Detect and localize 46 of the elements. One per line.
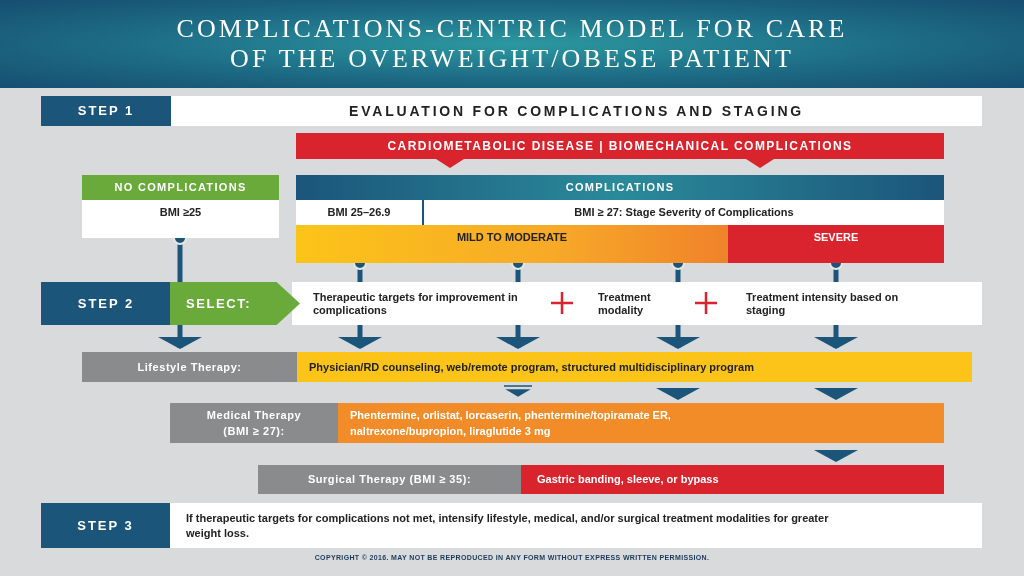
therapy-detail-box xyxy=(297,352,972,382)
therapy-label-box xyxy=(82,352,297,382)
select-strip xyxy=(292,282,982,325)
therapy-detail: Phentermine, orlistat, lorcaserin, phentermine/topiramate ER, naltrexone/bupropion, liraglutide 3 mg xyxy=(350,407,672,439)
arrow xyxy=(656,325,700,349)
arrow xyxy=(338,325,382,349)
step-box xyxy=(41,503,170,548)
criterion-text: Treatment modality xyxy=(598,288,688,320)
therapy-detail-box xyxy=(338,403,944,443)
severity-label: MILD TO MODERATE xyxy=(456,230,568,245)
therapy-label-box xyxy=(258,465,521,494)
therapy-detail: Physician/RD counseling, web/remote program, structured multidisciplinary program xyxy=(309,359,754,375)
step-text-box xyxy=(170,503,982,548)
severity-bar xyxy=(296,225,728,263)
arrow xyxy=(158,325,202,349)
severity-bar xyxy=(728,225,944,263)
severity-label: SEVERE xyxy=(813,230,859,245)
step-title-box xyxy=(171,96,982,126)
arrow xyxy=(496,325,540,349)
therapy-label-box xyxy=(170,403,338,443)
therapy-detail: Gastric banding, sleeve, or bypass xyxy=(537,472,719,488)
category-header: NO COMPLICATIONS xyxy=(82,175,279,200)
therapy-label: Medical Therapy (BMI ≥ 27): xyxy=(205,407,303,439)
step-label: STEP 1 xyxy=(77,102,135,121)
category-card xyxy=(82,175,279,238)
therapy-label: Surgical Therapy (BMI ≥ 35): xyxy=(307,472,472,488)
therapy-detail-box xyxy=(521,465,944,494)
category-header: COMPLICATIONS xyxy=(296,175,944,200)
category-text: CARDIOMETABOLIC DISEASE | BIOMECHANICAL COMPLICATIONS xyxy=(387,138,853,155)
step-text: If therapeutic targets for complications not met, intensify lifestyle, medical, and/or surgical treatment modalities for greater weight loss. xyxy=(186,511,830,540)
complications-panel xyxy=(296,175,944,263)
select-tab xyxy=(170,282,300,325)
arrow xyxy=(814,325,858,349)
bmi-text: BMI ≥25 xyxy=(159,205,202,220)
criterion-text: Therapeutic targets for improvement in complications xyxy=(313,288,528,320)
step-box xyxy=(41,282,171,325)
bmi-text: BMI ≥ 27: Stage Severity of Complications xyxy=(574,205,794,221)
step-label: STEP 2 xyxy=(77,294,135,313)
title: COMPLICATIONS-CENTRIC MODEL FOR CARE OF THE OVERWEIGHT/OBESE PATIENT xyxy=(175,14,849,74)
step-label: STEP 3 xyxy=(77,516,134,535)
step-box xyxy=(41,96,171,126)
select-label: SELECT: xyxy=(186,294,252,313)
therapy-label: Lifestyle Therapy: xyxy=(137,359,242,375)
criterion-text: Treatment intensity based on staging xyxy=(746,288,936,320)
bmi-text: BMI 25–26.9 xyxy=(327,205,391,221)
step-title: EVALUATION FOR COMPLICATIONS AND STAGING xyxy=(349,101,804,121)
